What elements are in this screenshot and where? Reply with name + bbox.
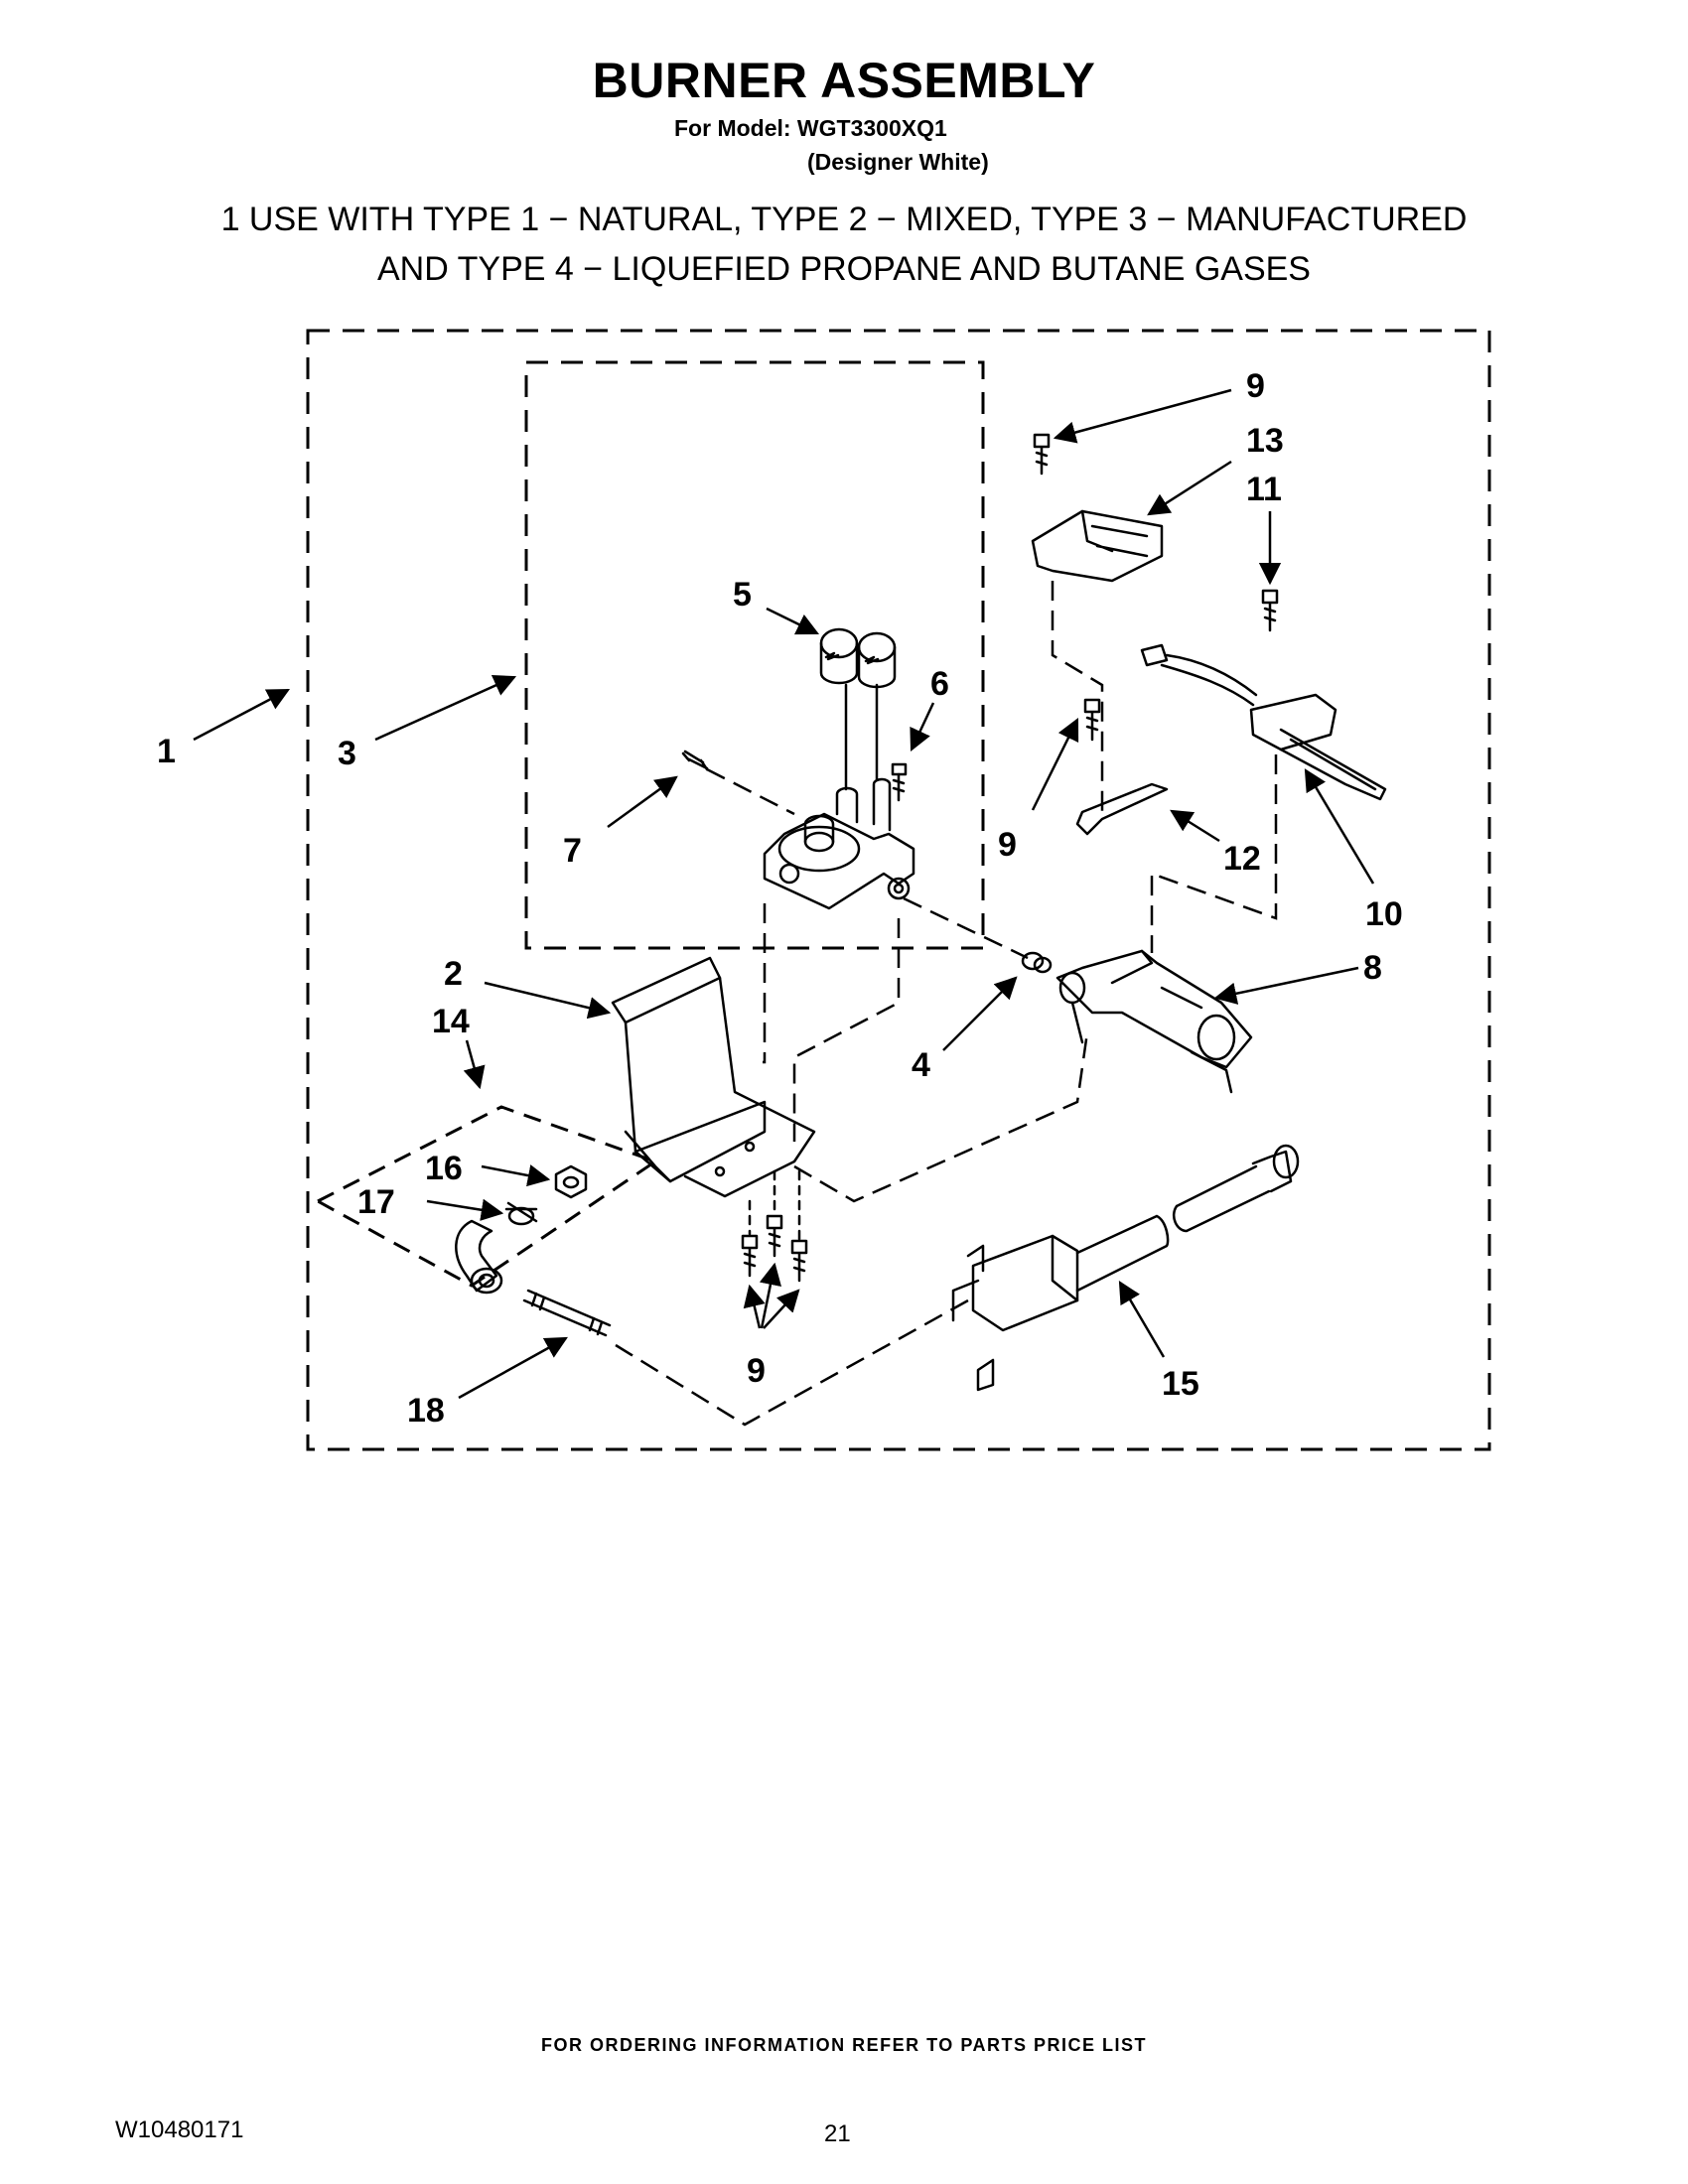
callout-13: 13 bbox=[1246, 422, 1284, 460]
arrow-8 bbox=[1213, 966, 1359, 1005]
leader-nipple-hose bbox=[615, 1298, 969, 1427]
callout-14: 14 bbox=[432, 1003, 470, 1040]
callout-9-mid: 9 bbox=[998, 826, 1017, 864]
callout-9-top: 9 bbox=[1246, 367, 1265, 405]
arrow-9-bottom-c bbox=[763, 1289, 800, 1329]
document-number: W10480171 bbox=[115, 2116, 244, 2143]
leader-bracket-valve-left bbox=[763, 903, 767, 1064]
arrow-16 bbox=[481, 1164, 551, 1187]
hose-15 bbox=[951, 1144, 1300, 1392]
callout-10: 10 bbox=[1365, 895, 1403, 933]
igniter-10 bbox=[1140, 643, 1387, 801]
screw-6 bbox=[891, 762, 908, 802]
arrow-3 bbox=[374, 675, 517, 742]
arrow-4 bbox=[942, 976, 1018, 1051]
arrow-12 bbox=[1170, 809, 1220, 843]
model-variant: (Designer White) bbox=[807, 149, 989, 175]
arrow-9-mid bbox=[1031, 717, 1079, 811]
leader-igniter-burner bbox=[1150, 754, 1278, 953]
callout-3: 3 bbox=[338, 735, 356, 772]
valve-coils bbox=[819, 627, 897, 689]
callout-6: 6 bbox=[930, 665, 949, 703]
assembly-boundary bbox=[306, 329, 1491, 1451]
arrow-9-top bbox=[1053, 388, 1232, 444]
screw-11 bbox=[1261, 589, 1279, 632]
screws-9-bottom bbox=[741, 1169, 808, 1283]
page-number: 21 bbox=[824, 2120, 851, 2147]
page-title: BURNER ASSEMBLY bbox=[592, 53, 1096, 108]
screw-9-upper bbox=[1033, 433, 1101, 742]
kit-boundary bbox=[314, 1105, 659, 1288]
leader-valve-body bbox=[706, 767, 795, 816]
callout-2: 2 bbox=[444, 955, 463, 993]
leader-orifice bbox=[903, 896, 1029, 960]
arrow-1 bbox=[193, 688, 290, 742]
arrow-9-bottom-a bbox=[743, 1284, 766, 1329]
arrow-7 bbox=[607, 775, 678, 829]
callout-17: 17 bbox=[357, 1183, 395, 1221]
arrow-18 bbox=[458, 1336, 568, 1400]
fitting-parts bbox=[455, 1164, 612, 1337]
callout-12: 12 bbox=[1223, 840, 1261, 878]
model-line: For Model: WGT3300XQ1 bbox=[674, 115, 947, 141]
callout-11: 11 bbox=[1246, 471, 1282, 508]
leader-bracket-valve-right bbox=[792, 918, 901, 1142]
arrow-9-bottom-b bbox=[759, 1262, 781, 1329]
gas-note-line-2: AND TYPE 4 − LIQUEFIED PROPANE AND BUTAN… bbox=[377, 250, 1311, 288]
gas-valve-body bbox=[763, 683, 915, 910]
callout-7: 7 bbox=[563, 832, 582, 870]
ordering-note: FOR ORDERING INFORMATION REFER TO PARTS … bbox=[540, 2035, 1147, 2055]
burner-8 bbox=[1055, 949, 1253, 1094]
callout-18: 18 bbox=[407, 1392, 445, 1430]
arrow-17 bbox=[426, 1198, 504, 1221]
callout-5: 5 bbox=[733, 576, 752, 614]
arrow-6 bbox=[910, 702, 935, 752]
arrow-2 bbox=[484, 981, 612, 1020]
callout-1: 1 bbox=[157, 733, 176, 770]
leader-bracket13 bbox=[1051, 581, 1104, 814]
arrow-10 bbox=[1304, 768, 1375, 885]
leader-burner-bracket bbox=[793, 1031, 1089, 1203]
valve-bracket bbox=[611, 956, 816, 1198]
orifice-4 bbox=[1021, 951, 1053, 974]
callout-9-bottom: 9 bbox=[747, 1352, 766, 1390]
gas-note-line-1: 1 USE WITH TYPE 1 − NATURAL, TYPE 2 − MI… bbox=[220, 201, 1468, 238]
valve-boundary bbox=[524, 360, 985, 950]
arrow-14 bbox=[463, 1039, 486, 1090]
bracket-12 bbox=[1075, 782, 1169, 836]
arrow-15 bbox=[1118, 1281, 1166, 1358]
callout-8: 8 bbox=[1363, 949, 1382, 987]
callout-15: 15 bbox=[1162, 1365, 1199, 1403]
screw-7 bbox=[681, 750, 709, 771]
arrow-5 bbox=[766, 607, 820, 635]
bracket-13 bbox=[1031, 509, 1164, 583]
callout-4: 4 bbox=[912, 1046, 930, 1084]
callout-16: 16 bbox=[425, 1150, 463, 1187]
arrow-13 bbox=[1147, 460, 1232, 516]
